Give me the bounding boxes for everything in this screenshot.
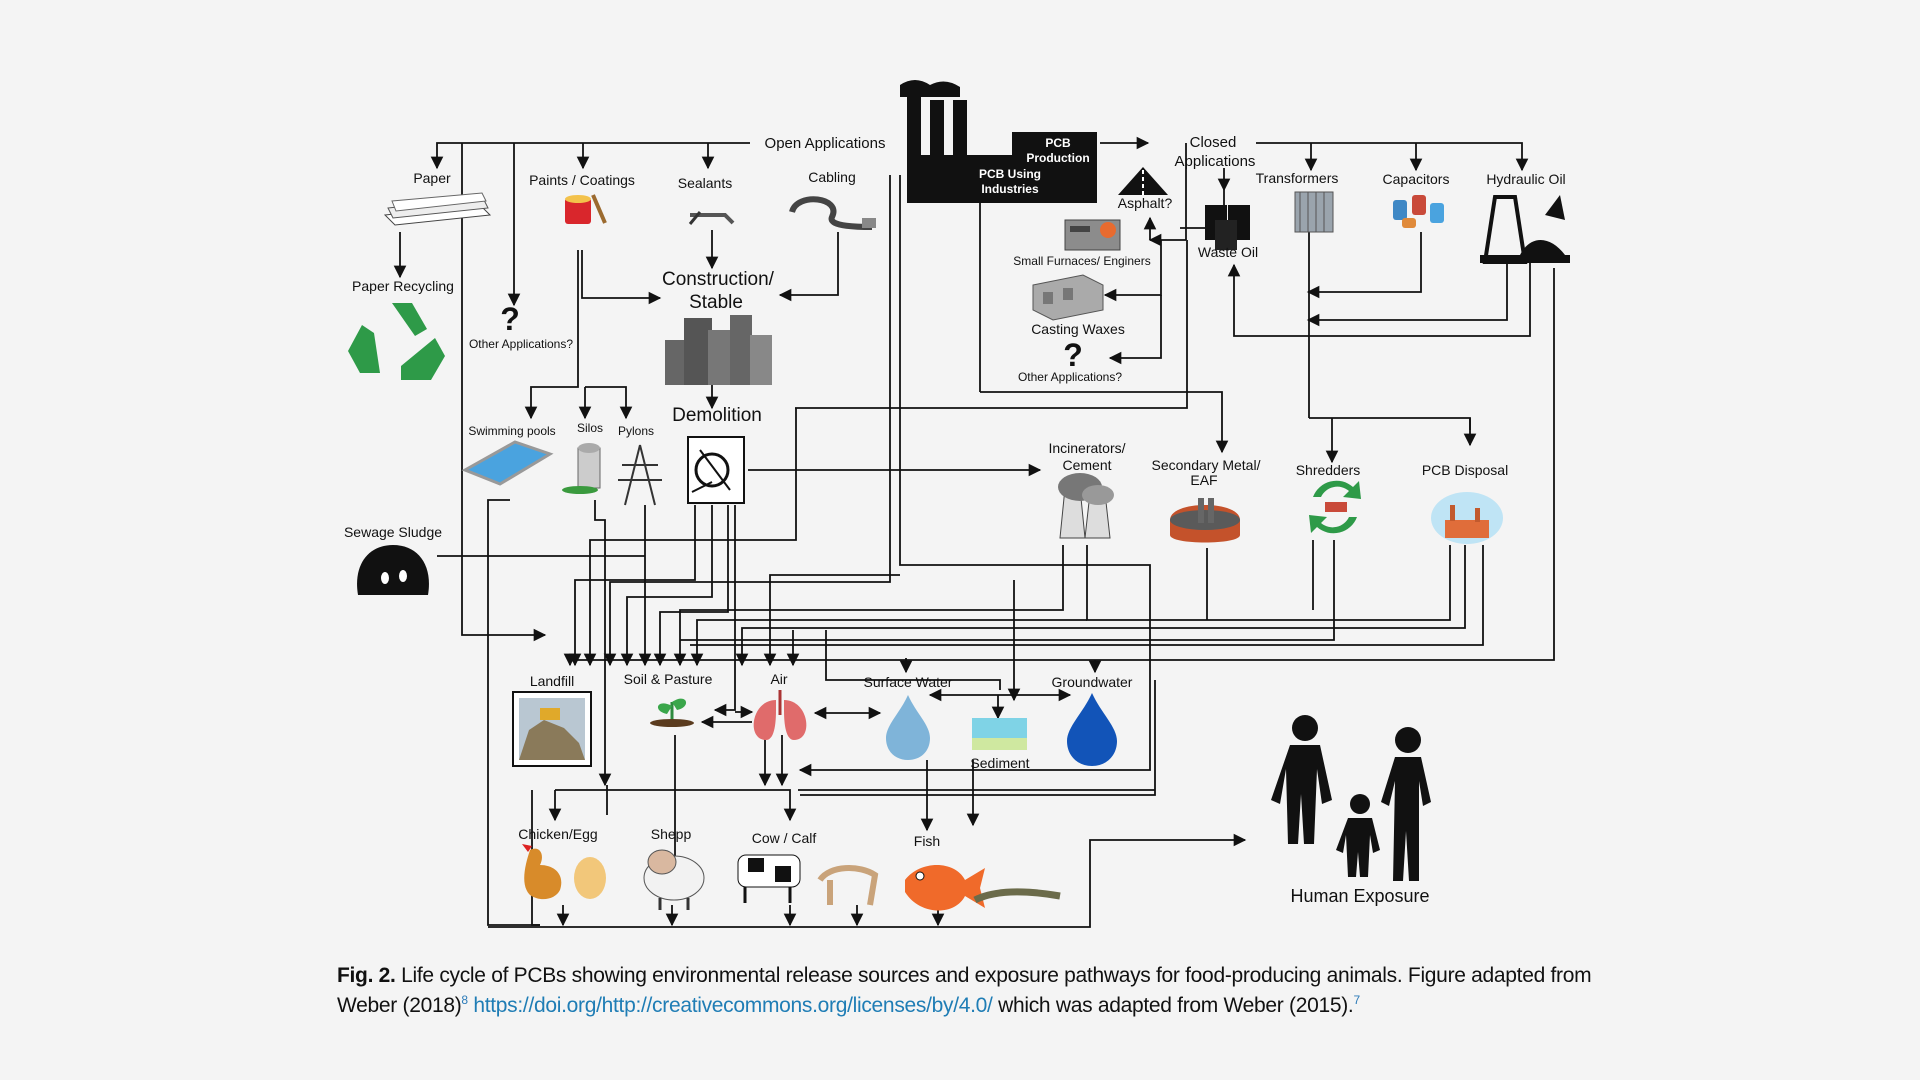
human-exposure-label: Human Exposure: [1290, 886, 1429, 906]
cow-calf-label: Cow / Calf: [752, 830, 817, 846]
silos-label: Silos: [577, 421, 603, 435]
svg-text:EAF: EAF: [1190, 472, 1217, 488]
eaf-furnace-icon: [1170, 498, 1240, 543]
svg-text:Production: Production: [1026, 151, 1089, 165]
figure-caption: Fig. 2. Life cycle of PCBs showing envir…: [337, 963, 1597, 1018]
transformer-icon: [1294, 191, 1334, 233]
small-furnace-icon: [1064, 219, 1121, 251]
chicken-egg-icon: [522, 844, 606, 900]
asphalt-label: Asphalt?: [1118, 195, 1173, 211]
paper-recycling-label: Paper Recycling: [352, 278, 454, 294]
pylons-label: Pylons: [618, 424, 654, 438]
svg-text:Industries: Industries: [981, 182, 1039, 196]
groundwater-label: Groundwater: [1052, 674, 1133, 690]
fish-label: Fish: [914, 833, 940, 849]
sheep-icon: [643, 849, 705, 910]
swimming-pool-icon: [461, 440, 554, 486]
pcb-disposal-plant-icon: [1431, 492, 1503, 544]
license-link[interactable]: https://doi.org/http://creativecommons.o…: [473, 994, 993, 1017]
incinerator-icon: [1058, 473, 1114, 539]
pcb-factory-icon: PCB Production PCB Using Industries: [900, 80, 1097, 203]
figure-number: Fig. 2.: [337, 964, 396, 987]
hydraulic-oil-icon: [1480, 195, 1570, 264]
capacitors-label: Capacitors: [1383, 171, 1450, 187]
surface-water-label: Surface Water: [864, 674, 953, 690]
other-applications-closed-label: Other Applications?: [1018, 370, 1122, 384]
sewage-sludge-icon: [357, 545, 429, 595]
factory-label-1: PCB: [1045, 136, 1071, 150]
air-label: Air: [770, 671, 787, 687]
svg-text:Cement: Cement: [1062, 457, 1111, 473]
shredder-recycle-icon: [1309, 480, 1361, 534]
waste-oil-label: Waste Oil: [1198, 244, 1258, 260]
pcb-disposal-label: PCB Disposal: [1422, 462, 1508, 478]
sheep-label: Shepp: [651, 826, 692, 842]
pylon-icon: [618, 444, 662, 506]
reference-7[interactable]: 7: [1353, 993, 1360, 1007]
capacitors-icon: [1393, 195, 1444, 228]
sealants-label: Sealants: [678, 175, 732, 191]
paints-coatings-label: Paints / Coatings: [529, 172, 635, 188]
plant-sprout-icon: [650, 698, 694, 727]
casting-waxes-label: Casting Waxes: [1031, 321, 1125, 337]
factory-label-2: PCB Using: [979, 167, 1041, 181]
paint-can-icon: [565, 194, 607, 224]
cabling-label: Cabling: [808, 169, 855, 185]
question-mark-closed: ?: [1063, 337, 1083, 373]
other-applications-open-label: Other Applications?: [469, 337, 573, 351]
sediment-icon: [972, 718, 1027, 750]
transformers-label: Transformers: [1256, 170, 1339, 186]
paper-icon: [383, 192, 492, 226]
casting-wax-block-icon: [1032, 274, 1104, 321]
sediment-label: Sediment: [970, 755, 1029, 771]
sewage-sludge-label: Sewage Sludge: [344, 524, 442, 540]
svg-text:Stable: Stable: [689, 292, 743, 313]
closed-applications-label: Closed: [1190, 134, 1237, 151]
connector-lines: [393, 136, 1555, 928]
open-applications-label: Open Applications: [765, 135, 886, 152]
caption-text-2: which was adapted from Weber (2015).: [998, 994, 1354, 1017]
asphalt-road-icon: [1118, 167, 1168, 195]
landfill-label: Landfill: [530, 673, 574, 689]
incinerators-label: Incinerators/: [1048, 440, 1125, 456]
shredders-label: Shredders: [1296, 462, 1361, 478]
svg-text:Applications: Applications: [1175, 153, 1256, 170]
demolition-icon: [687, 436, 745, 504]
construction-label: Construction/: [662, 269, 775, 290]
silo-icon: [562, 443, 601, 494]
small-furnaces-label: Small Furnaces/ Enginers: [1013, 254, 1150, 268]
secondary-metal-label: Secondary Metal/: [1152, 457, 1261, 473]
fish-eel-icon: [905, 865, 1061, 911]
landfill-icon: [512, 691, 592, 767]
waste-oil-barrels-icon: [1205, 205, 1250, 250]
sealant-gun-icon: [688, 211, 735, 225]
soil-pasture-label: Soil & Pasture: [624, 671, 713, 687]
caption-text: Life cycle of PCBs showing environmental…: [337, 964, 1592, 1017]
question-mark-open: ?: [500, 301, 520, 337]
paper-label: Paper: [413, 170, 451, 186]
swimming-pools-label: Swimming pools: [468, 424, 555, 438]
groundwater-drop-icon: [1067, 693, 1117, 766]
reference-8[interactable]: 8: [461, 993, 468, 1007]
cow-calf-icon: [737, 854, 879, 906]
human-family-icon: [1271, 715, 1431, 881]
chicken-egg-label: Chicken/Egg: [518, 826, 597, 842]
demolition-label: Demolition: [672, 405, 762, 426]
recycle-icon: [348, 303, 445, 380]
cable-icon: [789, 196, 876, 230]
lungs-icon: [753, 690, 807, 740]
hydraulic-oil-label: Hydraulic Oil: [1486, 171, 1565, 187]
water-drop-icon: [886, 695, 930, 760]
buildings-icon: [665, 315, 772, 385]
